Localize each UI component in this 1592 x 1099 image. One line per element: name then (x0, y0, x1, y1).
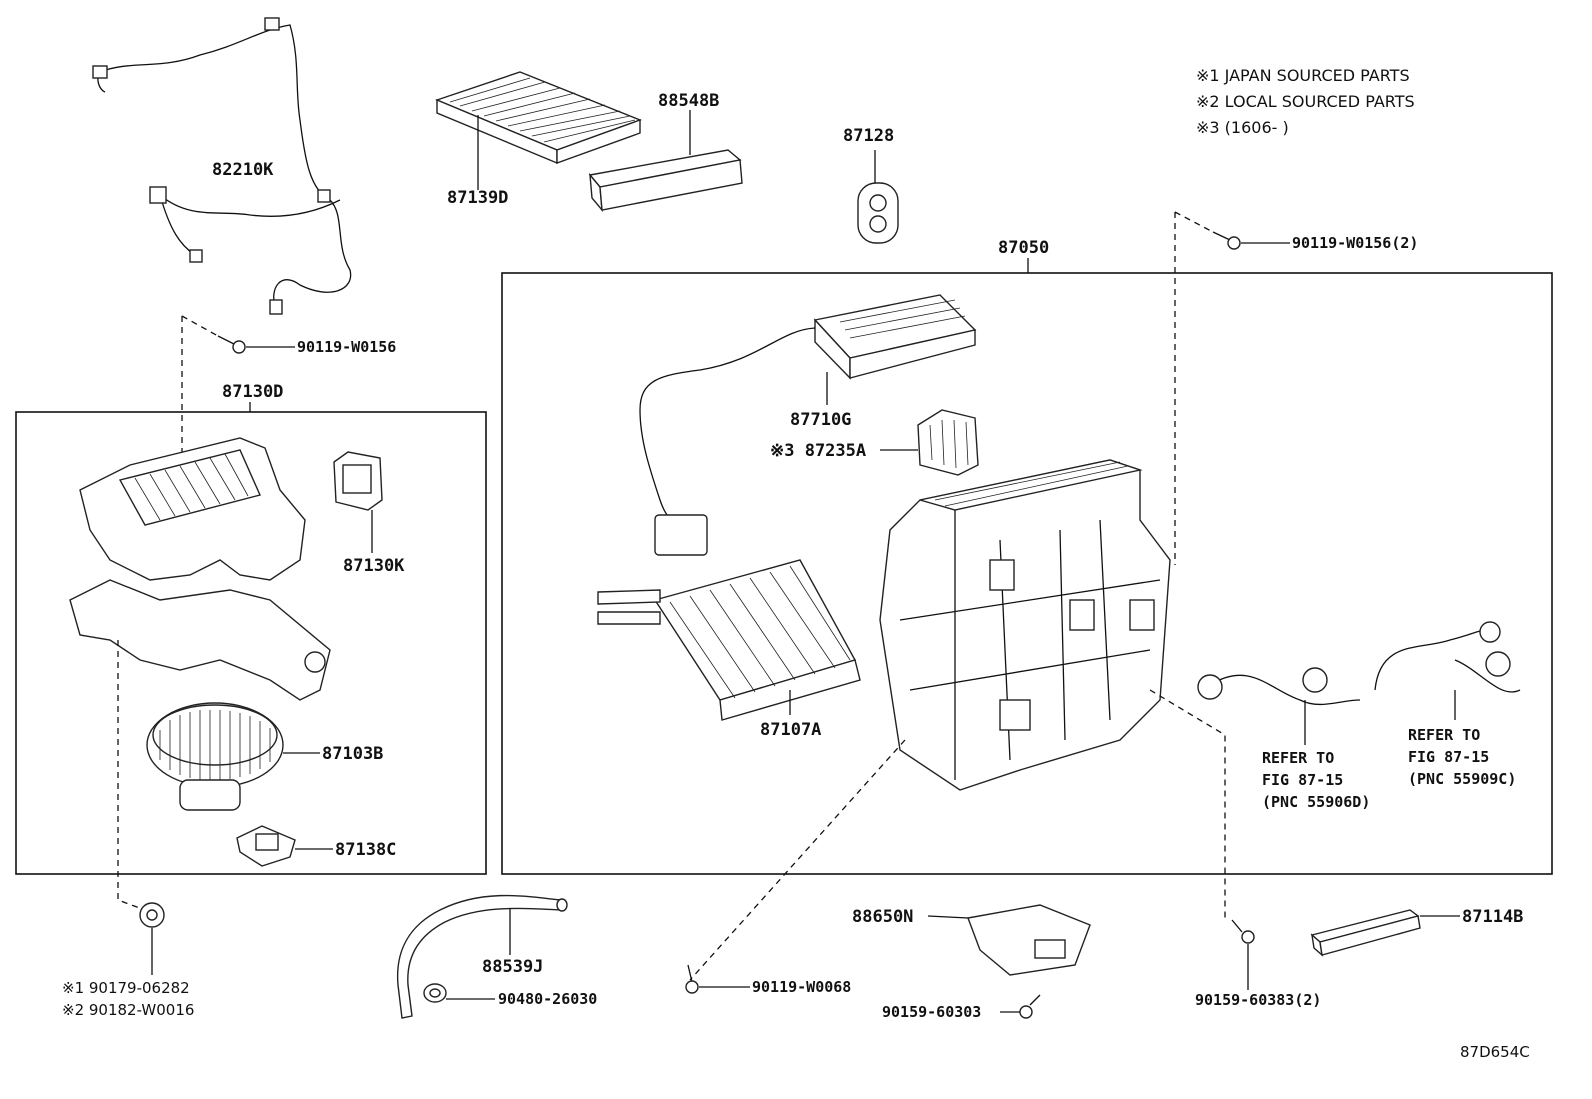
notes-block: ※1 JAPAN SOURCED PARTS ※2 LOCAL SOURCED … (1196, 66, 1415, 137)
assembly-box-87050 (501, 272, 1553, 875)
refer2-line2: FIG 87-15 (1408, 748, 1489, 766)
note-date-range: ※3 (1606- ) (1196, 118, 1289, 137)
grommet-90480-26030[interactable] (423, 983, 447, 1003)
screw-90119-W0156[interactable] (217, 335, 246, 354)
refer1-line3: (PNC 55906D) (1262, 793, 1370, 811)
label-87235A: ※3 87235A (770, 441, 866, 461)
wire-harness-82210K[interactable] (92, 17, 352, 315)
part-87114B[interactable] (1310, 909, 1421, 957)
label-88539J: 88539J (482, 957, 543, 977)
label-87103B: 87103B (322, 744, 383, 764)
label-90119-W0156: 90119-W0156 (297, 338, 396, 356)
label-90159-60383-2: 90159-60383(2) (1195, 991, 1321, 1009)
assembly-box-87130D (15, 411, 487, 875)
note-japan-sourced: ※1 JAPAN SOURCED PARTS (1196, 66, 1410, 85)
label-87128: 87128 (843, 126, 894, 146)
part-87710G[interactable] (639, 294, 977, 556)
sensor-55906D[interactable] (1197, 667, 1361, 706)
refer2-line3: (PNC 55909C) (1408, 770, 1516, 788)
label-90480-26030: 90480-26030 (498, 990, 597, 1008)
heater-core-87107A[interactable] (597, 559, 861, 721)
part-87130K[interactable] (333, 451, 383, 511)
label-87130K: 87130K (343, 556, 405, 576)
part-87128[interactable] (857, 182, 899, 244)
refer1-line2: FIG 87-15 (1262, 771, 1343, 789)
label-87130D: 87130D (222, 382, 283, 402)
label-87139D: 87139D (447, 188, 508, 208)
part-88548B[interactable] (588, 149, 743, 213)
blower-motor-87103B[interactable] (146, 702, 284, 811)
blower-housing[interactable] (69, 437, 331, 701)
nut-90179-06282[interactable] (139, 902, 165, 928)
filter-87139D[interactable] (435, 71, 642, 165)
note-local-sourced: ※2 LOCAL SOURCED PARTS (1196, 92, 1415, 111)
label-90182-W0016: ※2 90182-W0016 (62, 1001, 194, 1019)
label-87710G: 87710G (790, 410, 851, 430)
drain-hose-88539J[interactable] (396, 894, 568, 1019)
label-90179-06282: ※1 90179-06282 (62, 979, 190, 997)
screw-90119-W0068[interactable] (685, 964, 699, 994)
part-87235A[interactable] (917, 409, 979, 476)
refer1-line1: REFER TO (1262, 749, 1334, 767)
module-88650N[interactable] (967, 904, 1091, 976)
label-88548B: 88548B (658, 91, 719, 111)
label-90119-W0156-2: 90119-W0156(2) (1292, 234, 1418, 252)
label-87107A: 87107A (760, 720, 821, 740)
sensor-55909C[interactable] (1374, 621, 1521, 693)
label-88650N: 88650N (852, 907, 913, 927)
figure-code: 87D654C (1460, 1043, 1530, 1061)
refer2-line1: REFER TO (1408, 726, 1480, 744)
part-87138C[interactable] (236, 825, 296, 867)
label-87050: 87050 (998, 238, 1049, 258)
screw-90159-60303[interactable] (1019, 994, 1041, 1019)
screw-90119-W0156-2[interactable] (1212, 231, 1241, 250)
hvac-unit-main[interactable] (879, 459, 1171, 791)
label-87138C: 87138C (335, 840, 396, 860)
screw-90159-60383-2[interactable] (1231, 919, 1255, 944)
label-82210K: 82210K (212, 160, 274, 180)
label-90159-60303: 90159-60303 (882, 1003, 981, 1021)
label-87114B: 87114B (1462, 907, 1523, 927)
label-90119-W0068: 90119-W0068 (752, 978, 851, 996)
